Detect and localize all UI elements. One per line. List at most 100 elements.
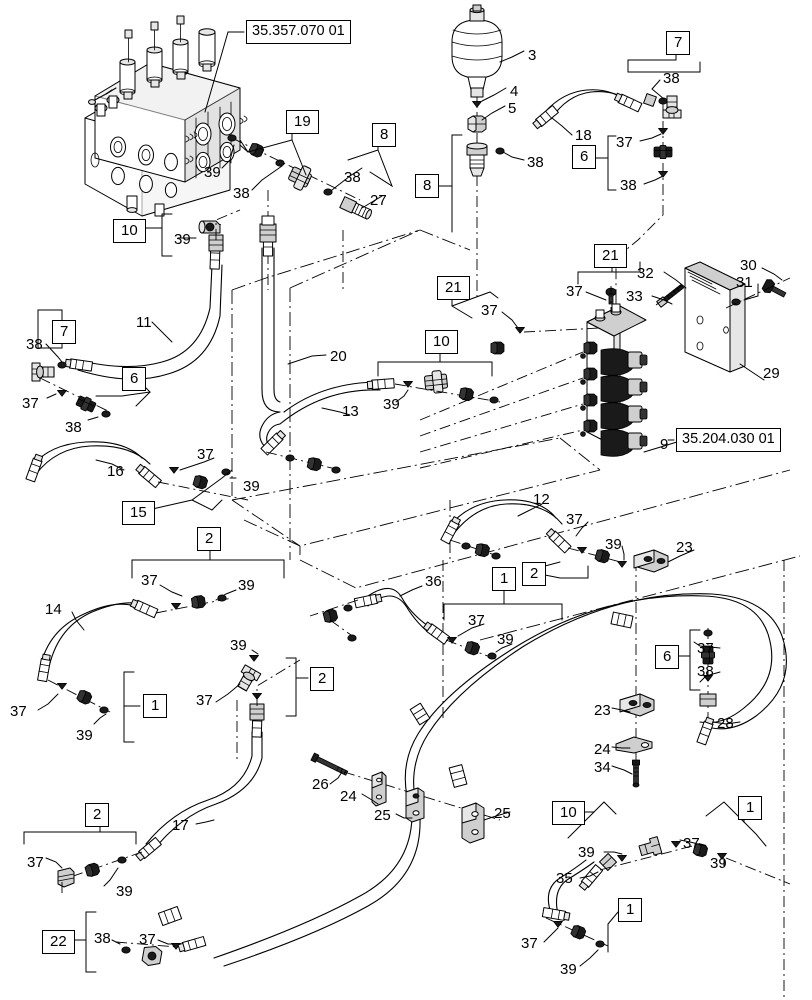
group-box-19: 19 (286, 110, 319, 134)
reference-code-box: 35.204.030 01 (676, 428, 781, 452)
callout-number: 34 (594, 759, 611, 776)
callout-number: 36 (425, 573, 442, 590)
callout-number: 37 (566, 511, 583, 528)
hose-16-assembly (25, 441, 249, 501)
callout-number: 29 (763, 365, 780, 382)
group-box-7: 7 (52, 320, 77, 344)
callout-number: 38 (26, 336, 43, 353)
callout-number: 37 (481, 302, 498, 319)
valve-stack-assembly (84, 15, 248, 217)
callout-number: 39 (76, 727, 93, 744)
group-box-2: 2 (197, 527, 222, 551)
group-box-2: 2 (522, 562, 547, 586)
hose-17-assembly (57, 655, 301, 894)
callout-number: 26 (312, 776, 329, 793)
callout-number: 39 (578, 844, 595, 861)
callout-number: 37 (141, 572, 158, 589)
callout-number: 39 (174, 231, 191, 248)
hose-28-assembly (157, 593, 787, 967)
callout-number: 27 (370, 192, 387, 209)
group-box-1: 1 (492, 567, 517, 591)
hose-35-assembly (541, 836, 791, 948)
group-box-1: 1 (618, 898, 643, 922)
callout-number: 37 (197, 446, 214, 463)
group-box-2: 2 (85, 803, 110, 827)
callout-number: 38 (527, 154, 544, 171)
callout-number: 32 (637, 265, 654, 282)
callout-number: 39 (230, 637, 247, 654)
callout-number: 37 (683, 835, 700, 852)
callout-number: 4 (510, 83, 519, 100)
manifold-left-ports (580, 341, 598, 437)
callout-number: 17 (172, 817, 189, 834)
callout-number: 30 (740, 257, 757, 274)
callout-number: 39 (605, 536, 622, 553)
callout-number: 14 (45, 601, 62, 618)
hose-11-assembly (31, 209, 241, 418)
callout-number: 39 (560, 961, 577, 978)
manifold-assembly (419, 261, 791, 469)
callout-number: 39 (116, 883, 133, 900)
group-box-21: 21 (594, 244, 627, 268)
group-box-6: 6 (122, 367, 147, 391)
group-box-15: 15 (122, 501, 155, 525)
hose-12-assembly (440, 499, 629, 568)
callout-number: 25 (374, 807, 391, 824)
callout-number: 5 (508, 100, 517, 117)
manifold-cartridges (600, 348, 648, 457)
callout-number: 33 (626, 288, 643, 305)
bracket-29 (684, 261, 746, 373)
callout-number: 37 (196, 692, 213, 709)
group-box-10: 10 (552, 801, 585, 825)
group-box-8: 8 (372, 123, 397, 147)
clamp-hardware (310, 549, 669, 844)
callout-number: 37 (10, 703, 27, 720)
callout-number: 23 (594, 702, 611, 719)
callout-number: 13 (342, 403, 359, 420)
callout-number: 38 (344, 169, 361, 186)
fitting-chain-19 (227, 134, 372, 220)
group-box-7: 7 (666, 31, 691, 55)
hose-13-20-assembly (259, 215, 501, 474)
callout-number: 3 (528, 47, 537, 64)
group-box-1: 1 (143, 694, 168, 718)
callout-number: 39 (238, 577, 255, 594)
callout-number: 28 (717, 715, 734, 732)
callout-number: 37 (22, 395, 39, 412)
callout-number: 38 (620, 177, 637, 194)
hose-14-assembly (37, 594, 233, 714)
callout-number: 39 (383, 396, 400, 413)
callout-number: 12 (533, 491, 550, 508)
group-box-1: 1 (738, 796, 763, 820)
callout-number: 37 (697, 640, 714, 657)
callout-number: 39 (710, 855, 727, 872)
callout-number: 9 (660, 436, 669, 453)
callout-number: 20 (330, 348, 347, 365)
callout-number: 38 (65, 419, 82, 436)
group-box-22: 22 (42, 930, 75, 954)
group-box-21: 21 (437, 276, 470, 300)
callout-number: 24 (594, 741, 611, 758)
group-box-2: 2 (310, 667, 335, 691)
callout-number: 31 (736, 274, 753, 291)
group-box-10: 10 (425, 330, 458, 354)
callout-number: 37 (616, 134, 633, 151)
callout-number: 37 (27, 854, 44, 871)
group-22-hardware (115, 936, 207, 967)
group-box-8: 8 (415, 174, 440, 198)
group-box-6: 6 (655, 645, 680, 669)
callout-number: 37 (521, 935, 538, 952)
callout-number: 38 (94, 930, 111, 947)
hose-18-assembly (531, 89, 682, 130)
callout-number: 18 (575, 127, 592, 144)
valve-spools (119, 15, 216, 100)
callout-number: 39 (243, 478, 260, 495)
callout-number: 16 (107, 463, 124, 480)
callout-number: 37 (468, 612, 485, 629)
callout-number: 24 (340, 788, 357, 805)
callout-number: 39 (204, 164, 221, 181)
hose-36-assembly (309, 587, 499, 661)
callout-number: 39 (497, 631, 514, 648)
callout-number: 35 (556, 870, 573, 887)
callout-number: 38 (233, 185, 250, 202)
